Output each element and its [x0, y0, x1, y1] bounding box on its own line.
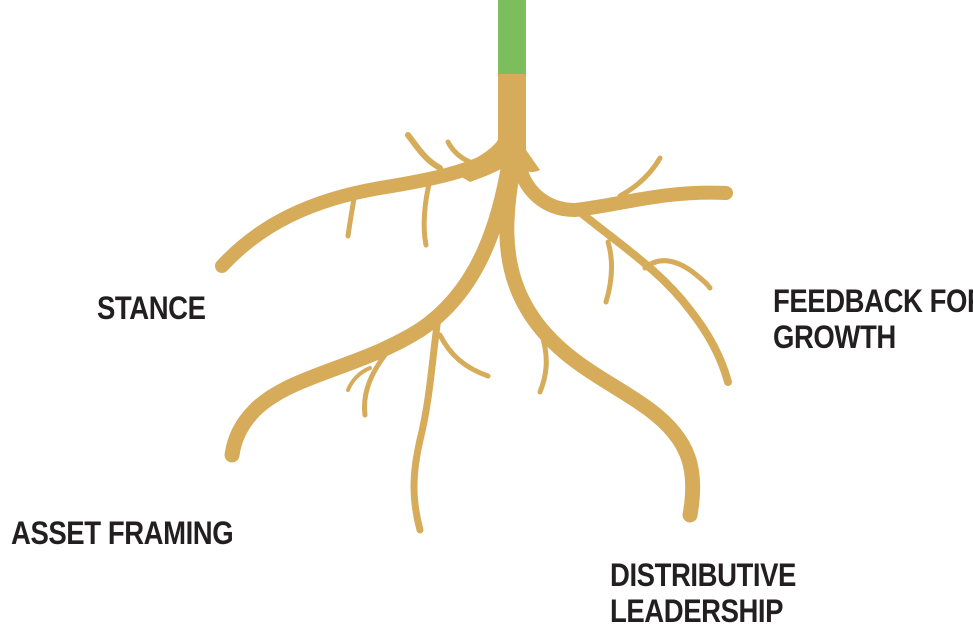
rootlet-left-upper-1 — [408, 135, 440, 168]
rootlet-right-mid-1 — [606, 242, 612, 302]
label-feedback-line2: GROWTH — [773, 319, 973, 355]
stem-green-segment — [498, 0, 526, 76]
root-left-lower — [232, 158, 510, 455]
label-stance: STANCE — [97, 290, 206, 326]
rootlet-right-lower-1 — [540, 335, 546, 392]
label-distributive-line2: LEADERSHIP — [610, 593, 796, 629]
label-feedback-line1: FEEDBACK FOR — [773, 283, 973, 319]
root-right-mid — [575, 208, 728, 382]
rootlet-left-lower-1 — [414, 318, 438, 530]
rootlet-left-upper-2 — [424, 180, 430, 245]
plant-stem — [498, 0, 526, 154]
rootlet-left-upper-4 — [448, 142, 470, 162]
label-stance-text: STANCE — [97, 290, 206, 326]
root-right-upper — [518, 158, 726, 210]
label-distributive-leadership: DISTRIBUTIVE LEADERSHIP — [610, 557, 796, 629]
label-asset-framing: ASSET FRAMING — [11, 515, 233, 551]
label-feedback-for-growth: FEEDBACK FOR GROWTH — [773, 283, 973, 355]
rootlet-left-lower-2 — [440, 335, 488, 376]
label-distributive-line1: DISTRIBUTIVE — [610, 557, 796, 593]
root-left-upper — [222, 152, 505, 266]
root-system — [222, 135, 728, 530]
label-asset-framing-text: ASSET FRAMING — [11, 515, 233, 551]
